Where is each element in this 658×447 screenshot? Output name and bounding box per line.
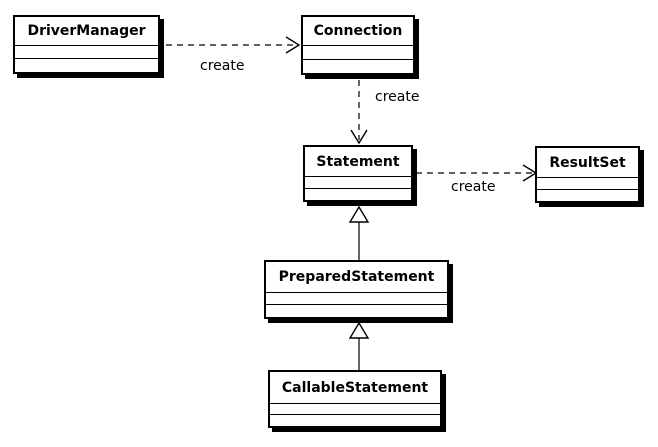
class-prepared-statement[interactable]: PreparedStatement	[264, 260, 449, 319]
class-operations-compartment	[537, 190, 638, 201]
class-operations-compartment	[305, 189, 411, 200]
class-callable-statement[interactable]: CallableStatement	[268, 370, 442, 428]
class-attributes-compartment	[15, 46, 158, 59]
hollow-triangle-prepared	[348, 321, 370, 339]
class-attributes-compartment	[305, 177, 411, 189]
class-name: PreparedStatement	[266, 262, 447, 293]
open-arrowhead-statement	[350, 129, 368, 145]
class-attributes-compartment	[537, 178, 638, 190]
class-operations-compartment	[303, 60, 413, 73]
relation-label-statement-resultset: create	[451, 179, 496, 195]
class-driver-manager[interactable]: DriverManager	[13, 15, 160, 74]
class-attributes-compartment	[266, 293, 447, 305]
class-statement[interactable]: Statement	[303, 145, 413, 202]
class-name: Statement	[305, 147, 411, 177]
class-attributes-compartment	[270, 404, 440, 415]
relation-label-connection-statement: create	[375, 89, 420, 105]
class-name: Connection	[303, 17, 413, 46]
class-name: DriverManager	[15, 17, 158, 46]
class-attributes-compartment	[303, 46, 413, 60]
relation-label-driver-connection: create	[200, 58, 245, 74]
open-arrowhead-connection	[285, 36, 301, 54]
class-connection[interactable]: Connection	[301, 15, 415, 75]
class-operations-compartment	[270, 415, 440, 426]
class-result-set[interactable]: ResultSet	[535, 146, 640, 203]
class-name: CallableStatement	[270, 372, 440, 404]
hollow-triangle-statement	[348, 205, 370, 223]
class-name: ResultSet	[537, 148, 638, 178]
class-operations-compartment	[266, 305, 447, 317]
class-operations-compartment	[15, 59, 158, 72]
